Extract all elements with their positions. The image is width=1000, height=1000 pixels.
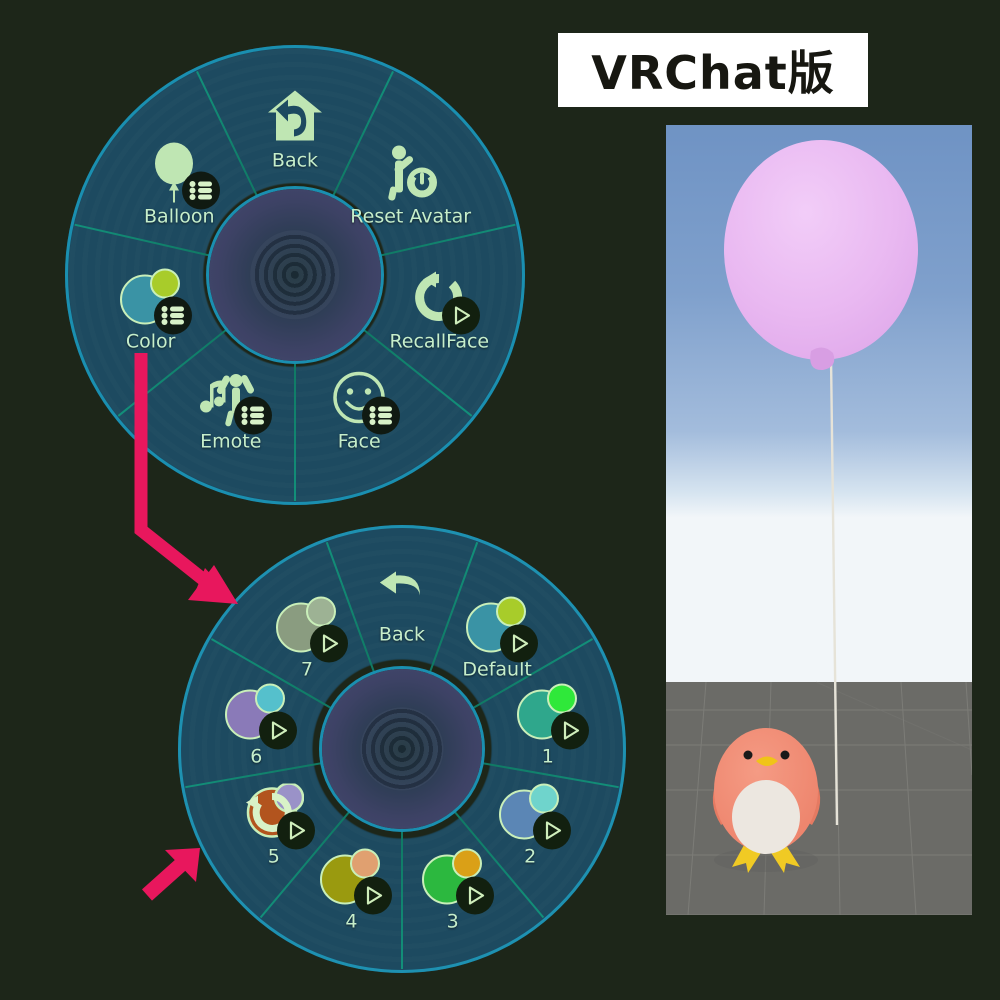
color-item-label: 1 [541, 745, 554, 768]
main-item-label: Emote [200, 430, 262, 453]
swatch-small-circle [149, 268, 180, 299]
swatch-small-circle [350, 848, 381, 879]
color-item-label: 6 [250, 745, 263, 768]
smiley-icon [322, 365, 401, 435]
color-item-label: 7 [300, 658, 313, 681]
main-radial-menu[interactable]: Back Reset Avatar [65, 45, 525, 505]
play-badge-icon [354, 876, 393, 915]
avatar-beak [756, 756, 778, 766]
main-item-face[interactable]: Face [284, 365, 434, 452]
title-text: VRChat版 [591, 46, 835, 100]
avatar-eye-left [743, 750, 753, 760]
main-item-label: Reset Avatar [350, 205, 472, 228]
swatch-small-circle [305, 596, 336, 627]
main-item-label: Face [337, 430, 381, 453]
main-item-label: Color [125, 330, 176, 353]
swatch-small-circle [529, 783, 560, 814]
balloon-knot [810, 347, 835, 371]
color-item-label: 3 [446, 910, 459, 933]
color-item-default[interactable]: Default [422, 592, 572, 679]
main-item-back[interactable]: Back [220, 84, 370, 171]
play-badge-icon [533, 811, 572, 850]
color-swatch-icon [314, 845, 393, 915]
back-arrow-icon [365, 558, 439, 624]
swatch-small-circle [255, 683, 286, 714]
main-item-color[interactable]: Color [76, 264, 226, 351]
color-item-7[interactable]: 7 [232, 592, 382, 679]
vrchat-avatar-preview [666, 125, 972, 915]
color-item-back[interactable]: Back [327, 558, 477, 645]
color-swatch-icon [493, 780, 572, 850]
arrow-pointing-submenu [141, 848, 200, 901]
main-item-reset-avatar[interactable]: Reset Avatar [336, 139, 486, 226]
avatar-eye-right [780, 750, 790, 760]
list-badge-icon [153, 296, 192, 335]
color-swatch-icon [219, 680, 298, 750]
main-item-balloon[interactable]: Balloon [104, 139, 254, 226]
avatar-bird [712, 728, 821, 873]
color-item-4[interactable]: 4 [276, 845, 426, 932]
color-item-label: Default [462, 658, 532, 681]
play-badge-icon [276, 811, 315, 850]
main-menu-hub[interactable] [209, 189, 381, 361]
play-badge-icon [309, 624, 348, 663]
main-item-recallface[interactable]: RecallFace [364, 264, 514, 351]
main-item-label: RecallFace [389, 330, 490, 353]
avatar-power-icon [374, 139, 448, 205]
swatch-small-circle [496, 596, 527, 627]
list-badge-icon [233, 396, 272, 435]
color-item-label: Back [378, 623, 426, 646]
home-back-icon [258, 84, 332, 150]
balloon [724, 140, 918, 360]
swatch-small-circle [451, 848, 482, 879]
color-item-label: 2 [524, 845, 537, 868]
play-badge-icon [500, 624, 539, 663]
play-badge-icon [455, 876, 494, 915]
color-item-2[interactable]: 2 [455, 780, 605, 867]
swatch-small-circle [546, 683, 577, 714]
avatar-foot-right [770, 845, 800, 873]
color-item-label: 5 [267, 845, 280, 868]
color-swatch-icon [270, 592, 348, 663]
list-badge-icon [362, 396, 401, 435]
preview-scene [666, 125, 972, 915]
balloon-icon [142, 139, 221, 210]
avatar-belly [732, 780, 800, 854]
list-badge-icon [182, 171, 221, 210]
color-menu-hub[interactable] [322, 669, 482, 829]
color-item-3[interactable]: 3 [378, 845, 528, 932]
play-badge-icon [442, 296, 481, 335]
dancing-music-icon [194, 365, 272, 435]
main-item-label: Balloon [144, 205, 215, 228]
color-swatch-icon [416, 845, 494, 915]
color-swatch [119, 268, 182, 326]
color-item-label: 4 [345, 910, 358, 933]
play-badge-icon [550, 711, 589, 750]
color-item-6[interactable]: 6 [181, 680, 331, 767]
balloon-string [829, 356, 839, 826]
title-card: VRChat版 [558, 33, 868, 107]
main-item-label: Back [271, 149, 319, 172]
color-item-1[interactable]: 1 [473, 680, 623, 767]
color-item-5[interactable]: 5 [199, 780, 349, 867]
main-item-emote[interactable]: Emote [156, 365, 306, 452]
color-swatch-icon [460, 592, 539, 663]
color-radial-submenu[interactable]: Back Default [178, 525, 626, 973]
rainbow-cycle-icon [237, 780, 315, 850]
refresh-icon [402, 264, 481, 335]
color-swatch-icon [511, 680, 589, 750]
play-badge-icon [259, 711, 298, 750]
avatar-foot-left [732, 845, 762, 873]
color-swatch-icon [114, 264, 192, 335]
